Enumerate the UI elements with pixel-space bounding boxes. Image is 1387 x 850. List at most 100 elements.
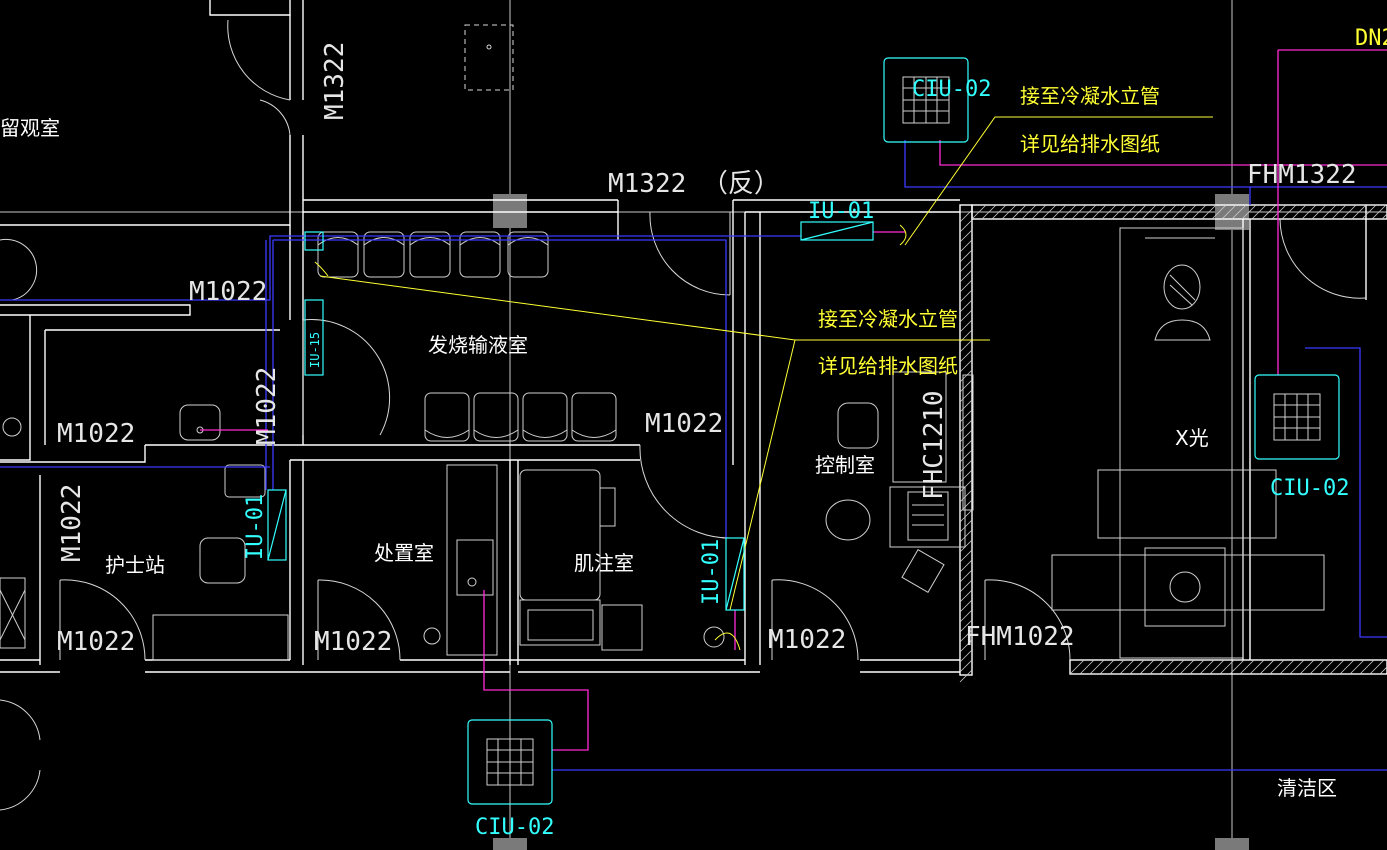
- door-labels: M1322 M1322 （反） FHM1322 M1022 M1022 M102…: [57, 42, 1357, 657]
- hatch-line: [959, 659, 973, 673]
- hatch-line: [1361, 204, 1377, 220]
- hatch-line: [959, 529, 973, 543]
- room-labels: 留观室 发烧输液室 控制室 X光 护士站 处置室 肌注室 清洁区: [0, 116, 1337, 800]
- hatch-line: [1101, 204, 1117, 220]
- hatch-line: [1239, 659, 1255, 675]
- hatch-line: [1289, 659, 1305, 675]
- hatch-line: [1231, 204, 1247, 220]
- hatch-line: [1111, 204, 1127, 220]
- hatch-line: [959, 449, 973, 463]
- hatch-line: [959, 629, 973, 643]
- door-label-fhm1022: FHM1022: [965, 622, 1075, 652]
- refrigerant-pipes: [0, 140, 1387, 771]
- hatch-line: [1051, 204, 1067, 220]
- hatch-line: [1139, 659, 1155, 675]
- door-swings: [0, 19, 1367, 811]
- hatch-line: [959, 369, 973, 383]
- door-label-m1322-reverse: M1322 （反）: [608, 169, 780, 199]
- hatch-line: [1241, 204, 1257, 220]
- equipment-labels: CIU-02 CIU-02 CIU-02 IU-01 IU-01 IU-01 I…: [243, 77, 1349, 840]
- hatch-line: [959, 669, 973, 683]
- room-label-xray: X光: [1175, 426, 1209, 450]
- room-label-treatment: 处置室: [374, 541, 434, 565]
- hatch-line: [1319, 659, 1335, 675]
- wall-hatching: [959, 204, 1387, 683]
- leader-lines: [314, 116, 1213, 651]
- hatch-line: [991, 204, 1007, 220]
- equip-label-ciu-02-top: CIU-02: [912, 77, 991, 102]
- hatch-line: [959, 489, 973, 503]
- door-label-m1022-vertical-left: M1022: [57, 484, 87, 562]
- door-label-m1022-infusion: M1022: [645, 409, 723, 439]
- ciu-02-top-unit: [883, 57, 969, 143]
- columns: [493, 194, 1249, 850]
- note-1-line-2: 详见给排水图纸: [1020, 132, 1160, 156]
- equip-label-iu-01-mid: IU-01: [699, 539, 724, 605]
- hatch-line: [1011, 204, 1027, 220]
- hatch-line: [1081, 204, 1097, 220]
- hatch-line: [1179, 659, 1195, 675]
- hatch-line: [959, 249, 973, 263]
- hatch-line: [1381, 213, 1387, 220]
- hatch-line: [1121, 204, 1137, 220]
- hatch-line: [959, 539, 973, 553]
- furniture: [0, 24, 1325, 661]
- hatch-line: [1061, 204, 1077, 220]
- hatch-line: [1261, 204, 1277, 220]
- hatch-line: [959, 579, 973, 593]
- hatch-line: [1291, 204, 1307, 220]
- hatch-line: [1281, 204, 1297, 220]
- hatch-line: [1159, 659, 1175, 675]
- hatch-line: [1339, 659, 1355, 675]
- room-label-clean-area: 清洁区: [1277, 776, 1337, 800]
- hatch-line: [1161, 204, 1177, 220]
- hatch-line: [1071, 204, 1087, 220]
- hatch-line: [959, 639, 973, 653]
- hatch-line: [959, 379, 973, 393]
- hatch-line: [1131, 204, 1147, 220]
- door-label-m1022-nurse: M1022: [57, 627, 135, 657]
- hatch-line: [1301, 204, 1317, 220]
- hatch-line: [1351, 204, 1367, 220]
- hatch-line: [1099, 659, 1115, 675]
- hatch-line: [1089, 659, 1105, 675]
- hatch-line: [959, 479, 973, 493]
- hatch-line: [1169, 659, 1185, 675]
- hatch-line: [971, 204, 987, 220]
- hatch-line: [1031, 204, 1047, 220]
- hatch-line: [1269, 659, 1285, 675]
- hatch-line: [1271, 204, 1287, 220]
- hatch-line: [1201, 204, 1217, 220]
- note-1-line-1: 接至冷凝水立管: [1020, 84, 1160, 108]
- equip-label-ciu-02-right: CIU-02: [1270, 476, 1349, 501]
- annotation-notes: 接至冷凝水立管 详见给排水图纸 接至冷凝水立管 详见给排水图纸 DN2: [818, 26, 1387, 378]
- hatch-line: [1069, 659, 1085, 675]
- hatch-line: [959, 619, 973, 633]
- hatch-line: [1149, 659, 1165, 675]
- pipe-size-label: DN2: [1355, 26, 1387, 51]
- door-label-m1022-treatment: M1022: [314, 627, 392, 657]
- hatch-line: [1079, 659, 1095, 675]
- hatch-line: [1359, 659, 1375, 675]
- hatch-line: [959, 299, 973, 313]
- hatch-line: [959, 649, 973, 663]
- hatch-line: [959, 589, 973, 603]
- hatch-line: [1309, 659, 1325, 675]
- hatch-line: [959, 349, 973, 363]
- hatch-line: [959, 229, 973, 243]
- hatch-line: [959, 609, 973, 623]
- hatch-line: [981, 204, 997, 220]
- room-label-control: 控制室: [815, 453, 875, 477]
- note-2-line-2: 详见给排水图纸: [818, 354, 958, 378]
- hatch-line: [959, 409, 973, 423]
- hatch-line: [1219, 659, 1235, 675]
- hatch-line: [959, 499, 973, 513]
- hatch-line: [1341, 204, 1357, 220]
- hatch-line: [959, 509, 973, 523]
- note-2-line-1: 接至冷凝水立管: [818, 307, 958, 331]
- hatch-line: [1329, 659, 1345, 675]
- equip-label-iu-15: IU-15: [308, 332, 322, 368]
- hatch-line: [959, 439, 973, 453]
- hatch-line: [1311, 204, 1327, 220]
